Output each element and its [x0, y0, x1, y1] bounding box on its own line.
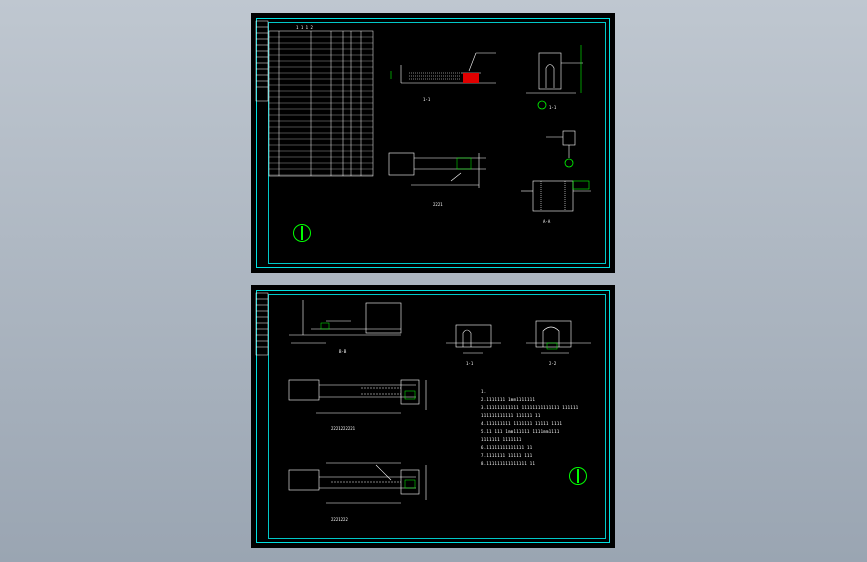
- note-line: 1111111 1111111: [481, 437, 522, 442]
- plan-label: 2221: [433, 202, 443, 207]
- sheet-frame-inner: [268, 22, 606, 264]
- section-bottom-right: [521, 180, 591, 212]
- section-label-1: 1-1: [423, 97, 431, 102]
- north-arrow-icon: [293, 224, 311, 242]
- note-line: 5.11 111 1mm111111 1111mm1111: [481, 429, 560, 434]
- plan-drawing-2: [288, 462, 427, 504]
- sheet-frame-inner: [268, 294, 606, 539]
- title-strip: [255, 20, 269, 102]
- drawing-sheet-top: 1 1 1 2 1-1 1-1: [251, 13, 615, 273]
- sheet-frame-outer: [256, 18, 610, 268]
- note-line: 2.1111111 1mm1111111: [481, 397, 536, 402]
- plan1-highlight: [404, 390, 416, 400]
- highlight-block: [463, 73, 479, 83]
- material-table: [268, 30, 374, 177]
- top-sheet-drawing: 1 1 1 2 1-1 1-1: [255, 20, 591, 224]
- note-line: 7.1111111 11111 111: [481, 453, 533, 458]
- note-line: 8.111111111111111 11: [481, 461, 536, 466]
- elevation-highlight: [320, 322, 330, 330]
- section-2-2: [526, 320, 591, 354]
- detail-small: [546, 130, 576, 158]
- detail-marker-2: [564, 158, 574, 168]
- plan-drawing-1: [288, 379, 427, 414]
- section-label-3: A-A: [543, 219, 551, 224]
- section-label-2: 1-1: [549, 105, 557, 110]
- bottom-section-label-2: 1-1: [466, 361, 474, 366]
- drawing-sheet-bottom: B-B 1-1 2-2 2221222221: [251, 285, 615, 548]
- bottom-section-label-3: 2-2: [549, 361, 557, 366]
- elevation-drawing: [390, 52, 496, 84]
- detail-marker: [537, 100, 547, 110]
- section-highlight: [572, 180, 590, 190]
- bottom-sheet-drawing: B-B 1-1 2-2 2221222221: [255, 292, 591, 522]
- note-line: 3.111111111111 11111111111111 111111: [481, 405, 579, 410]
- plan-drawing: [388, 152, 486, 188]
- plan-label-2: 2221222: [331, 517, 348, 522]
- note-line: 1.: [481, 389, 487, 394]
- plan-highlight: [456, 157, 472, 170]
- sheet-frame-outer: [256, 290, 610, 543]
- north-arrow-icon: [569, 467, 587, 485]
- title-strip-bottom: [255, 292, 269, 356]
- detail-section-top: [526, 45, 583, 94]
- plan-label-1: 2221222221: [331, 426, 356, 431]
- plan2-highlight: [404, 479, 416, 489]
- table-rows: [269, 36, 373, 176]
- note-line: 6.11111111111111 11: [481, 445, 533, 450]
- note-line: 4.111111111 1111111 11111 1111: [481, 421, 563, 426]
- note-line: 111111111111 111111 11: [481, 413, 541, 418]
- bottom-section-label-1: B-B: [339, 349, 347, 354]
- table-title: 1 1 1 2: [296, 25, 313, 30]
- section-highlight-22: [546, 342, 558, 350]
- section-1-1: [446, 324, 501, 354]
- elevation-bb: [289, 300, 402, 344]
